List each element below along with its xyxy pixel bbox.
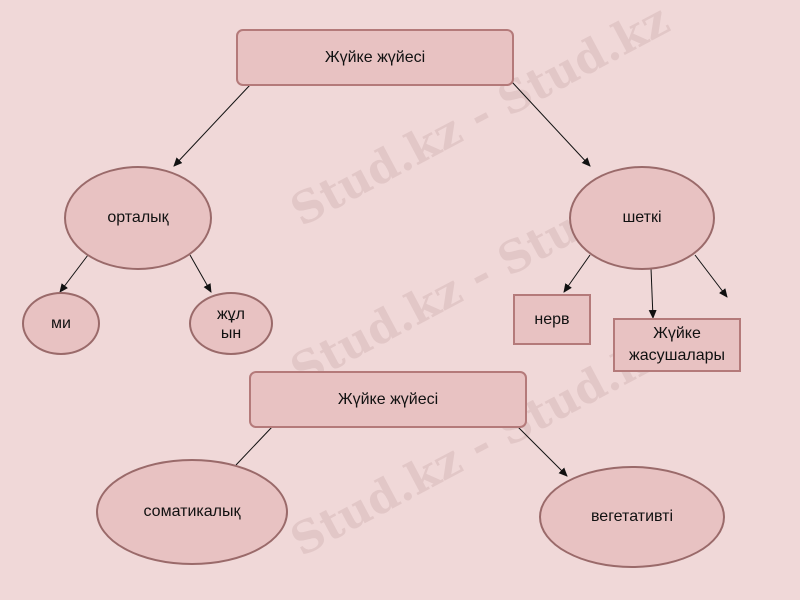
node-nerve: нерв (513, 294, 591, 345)
node-peripheral-label: шеткі (622, 209, 662, 226)
root2-node-nervous-system: Жүйке жүйесі (249, 371, 527, 428)
arrow-central-to-spinal (189, 254, 212, 293)
root-node-nervous-system: Жүйке жүйесі (236, 29, 514, 86)
arrow-peripheral-to-extra (694, 254, 728, 298)
node-somatic: соматикалық (96, 459, 288, 565)
node-nerve-cells: Жүйке жасушалары (613, 318, 741, 372)
node-nerve-cells-label: Жүйке жасушалары (629, 325, 725, 364)
arrow-peripheral-to-nerve (563, 254, 591, 293)
node-central: орталық (64, 166, 212, 270)
node-nerve-label: нерв (534, 310, 570, 328)
node-peripheral: шеткі (569, 166, 715, 270)
root-node-label: Жүйке жүйесі (324, 48, 426, 66)
node-somatic-label: соматикалық (143, 503, 241, 520)
node-brain: ми (22, 292, 100, 355)
arrow-root2-to-vegetative (517, 426, 568, 477)
line-root2-to-somatic (235, 426, 273, 466)
arrow-root-to-peripheral (511, 81, 591, 167)
root2-node-label: Жүйке жүйесі (337, 390, 439, 408)
node-vegetative: вегетативті (539, 466, 725, 568)
node-brain-label: ми (51, 314, 71, 332)
node-spinal-cord: жұл ын (189, 292, 273, 355)
arrow-central-to-brain (59, 254, 89, 293)
arrow-root-to-central (173, 84, 251, 167)
arrow-peripheral-to-cells (648, 267, 657, 319)
node-vegetative-label: вегетативті (590, 508, 674, 525)
node-spinal-cord-label: жұл ын (216, 305, 246, 342)
node-central-label: орталық (107, 209, 169, 226)
